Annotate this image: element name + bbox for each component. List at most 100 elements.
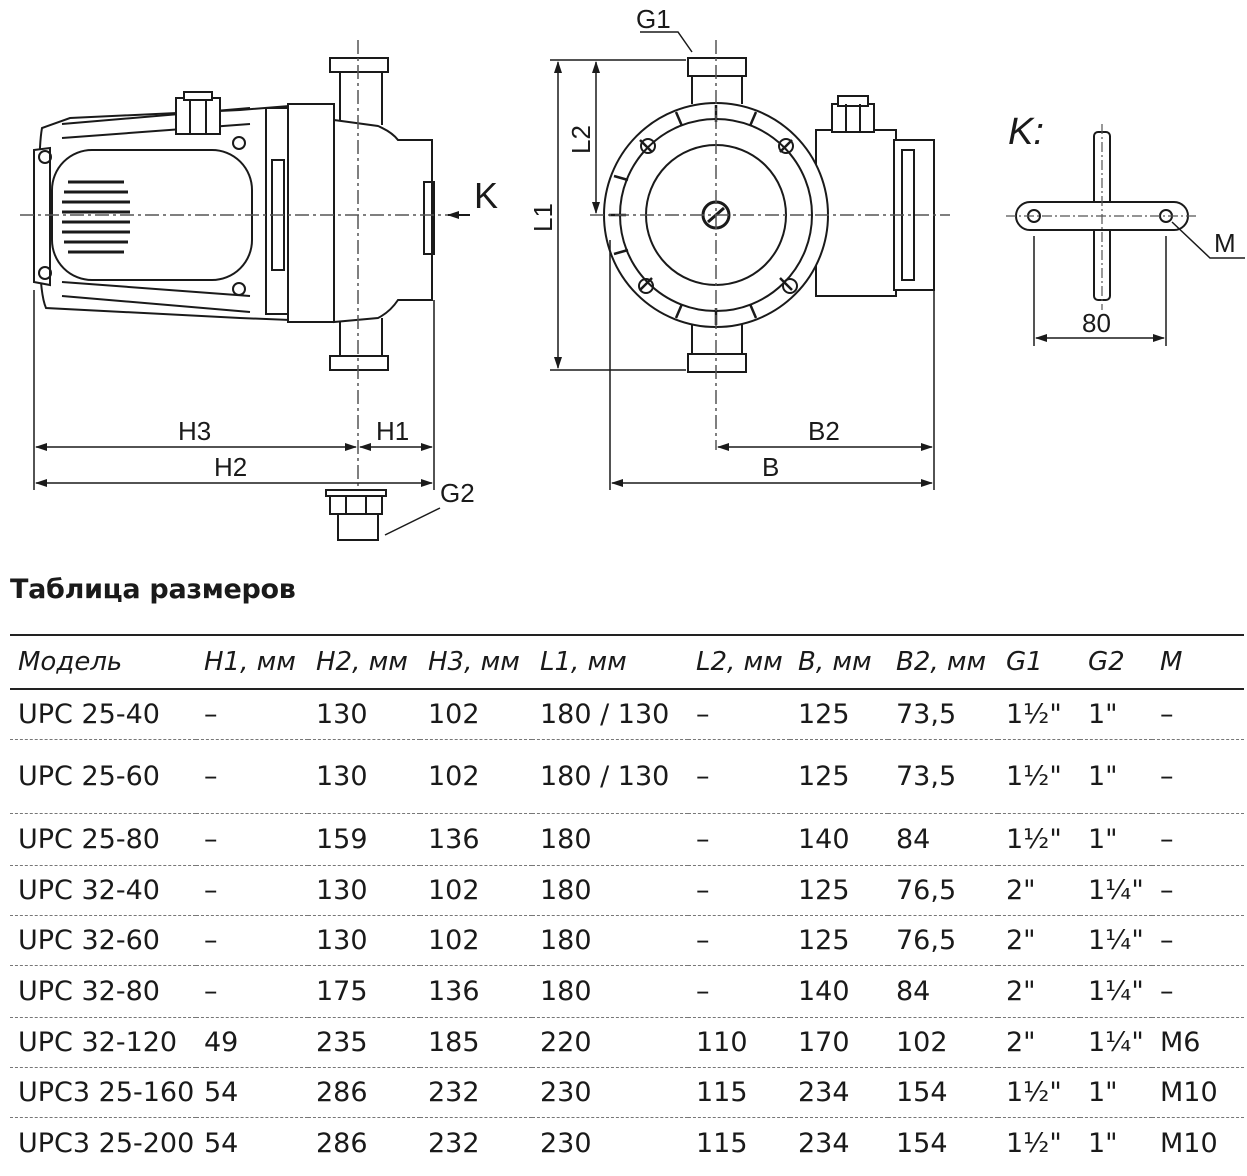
table-cell: 130 (316, 698, 368, 730)
table-cell: 73,5 (896, 698, 957, 730)
table-cell: 1¼" (1088, 975, 1144, 1007)
column-header: H1, мм (204, 647, 296, 677)
table-cell: 1¼" (1088, 1026, 1144, 1058)
table-cell: – (1160, 874, 1174, 906)
column-header: G2 (1088, 647, 1125, 677)
label-l2: L2 (566, 125, 596, 154)
label-g2: G2 (440, 478, 475, 508)
table-cell: 49 (204, 1026, 239, 1058)
table-cell: 2" (1006, 874, 1036, 906)
table-cell: – (696, 760, 710, 792)
model-cell: UPC3 25-160 (18, 1076, 195, 1108)
table-cell: 1" (1088, 1076, 1118, 1108)
table-cell: 234 (798, 1076, 850, 1108)
table-cell: 2" (1006, 975, 1036, 1007)
table-cell: 102 (428, 698, 480, 730)
label-g1: G1 (636, 4, 671, 34)
table-cell: – (1160, 975, 1174, 1007)
table-cell: 159 (316, 823, 368, 855)
table-cell: 286 (316, 1076, 368, 1108)
table-cell: 130 (316, 760, 368, 792)
table-cell: – (696, 924, 710, 956)
table-cell: 180 (540, 975, 592, 1007)
table-cell: M6 (1160, 1026, 1201, 1058)
pump-dimension-drawing: K H3 H1 H2 G2 (20, 4, 1245, 541)
table-cell: 154 (896, 1127, 948, 1159)
model-cell: UPC 25-80 (18, 823, 160, 855)
table-cell: 2" (1006, 1026, 1036, 1058)
table-cell: 1¼" (1088, 874, 1144, 906)
table-cell: 102 (428, 760, 480, 792)
table-cell: 115 (696, 1076, 748, 1108)
table-cell: 102 (428, 874, 480, 906)
table-cell: 76,5 (896, 924, 957, 956)
model-cell: UPC 25-60 (18, 760, 160, 792)
table-cell: 2" (1006, 924, 1036, 956)
label-m: M (1214, 228, 1236, 258)
table-cell: 1" (1088, 760, 1118, 792)
table-cell: 1½" (1006, 1127, 1062, 1159)
table-cell: 125 (798, 698, 850, 730)
table-cell: 130 (316, 924, 368, 956)
column-header: L1, мм (540, 647, 627, 677)
table-cell: 130 (316, 874, 368, 906)
table-cell: 84 (896, 975, 931, 1007)
table-cell: 232 (428, 1076, 480, 1108)
table-cell: – (1160, 698, 1174, 730)
table-cell: – (204, 924, 218, 956)
table-cell: 234 (798, 1127, 850, 1159)
table-cell: 136 (428, 823, 480, 855)
model-cell: UPC 32-40 (18, 874, 160, 906)
table-cell: – (696, 975, 710, 1007)
label-k-arrow: K (474, 175, 498, 216)
table-cell: 230 (540, 1076, 592, 1108)
table-cell: 232 (428, 1127, 480, 1159)
label-b: B (762, 452, 779, 482)
table-cell: 1¼" (1088, 924, 1144, 956)
table-cell: 54 (204, 1127, 239, 1159)
table-cell: – (1160, 924, 1174, 956)
column-header: B2, мм (896, 647, 987, 677)
table-cell: 185 (428, 1026, 480, 1058)
table-cell: 140 (798, 823, 850, 855)
label-h2: H2 (214, 452, 247, 482)
column-header: Модель (18, 647, 123, 677)
label-l1: L1 (528, 203, 558, 232)
table-cell: 76,5 (896, 874, 957, 906)
table-cell: 180 (540, 874, 592, 906)
table-cell: 125 (798, 874, 850, 906)
table-cell: 154 (896, 1076, 948, 1108)
model-cell: UPC 25-40 (18, 698, 160, 730)
model-cell: UPC 32-80 (18, 975, 160, 1007)
table-cell: 140 (798, 975, 850, 1007)
table-cell: – (696, 823, 710, 855)
table-title: Таблица размеров (10, 574, 296, 605)
table-cell: 230 (540, 1127, 592, 1159)
table-cell: 180 / 130 (540, 760, 670, 792)
model-cell: UPC 32-60 (18, 924, 160, 956)
table-cell: – (696, 698, 710, 730)
table-cell: 125 (798, 760, 850, 792)
label-h1: H1 (376, 416, 409, 446)
table-cell: 220 (540, 1026, 592, 1058)
table-cell: – (1160, 760, 1174, 792)
label-b2: B2 (808, 416, 840, 446)
table-cell: 1" (1088, 1127, 1118, 1159)
table-cell: 102 (428, 924, 480, 956)
table-cell: 1" (1088, 823, 1118, 855)
label-h3: H3 (178, 416, 211, 446)
model-cell: UPC3 25-200 (18, 1127, 195, 1159)
column-header: B, мм (798, 647, 872, 677)
table-cell: – (696, 874, 710, 906)
table-cell: 110 (696, 1026, 748, 1058)
table-cell: 180 / 130 (540, 698, 670, 730)
table-cell: 170 (798, 1026, 850, 1058)
